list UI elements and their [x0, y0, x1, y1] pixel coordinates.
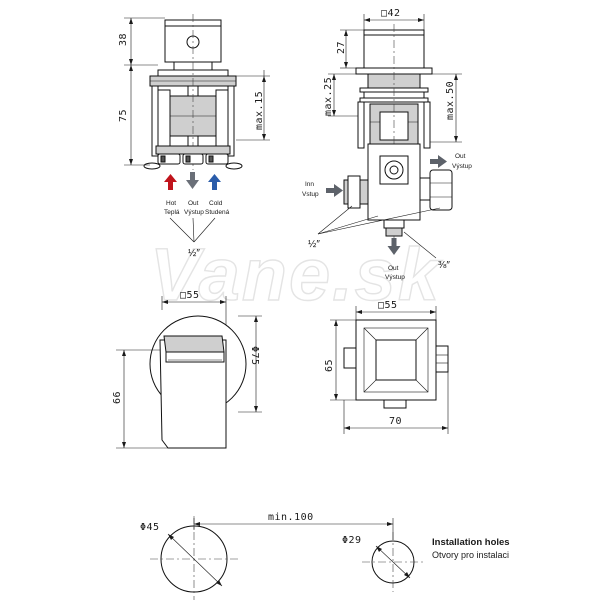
installation-holes: Φ45 Φ29 min.100 Installation holes Otvor…	[140, 512, 510, 600]
label-out: Out	[188, 200, 199, 207]
dim-66: 66	[112, 391, 123, 404]
label-out-bottom-cz: Výstup	[385, 274, 405, 281]
out-right-arrow-icon	[430, 155, 447, 168]
thread-half-right: ½″	[308, 239, 320, 250]
top-right-side-view: □42 27	[302, 8, 472, 281]
label-out-right-cz: Výstup	[452, 163, 472, 170]
dim-75: 75	[118, 109, 129, 122]
label-hot: Hot	[166, 200, 176, 207]
installation-subtitle: Otvory pro instalaci	[432, 550, 509, 560]
cold-arrow-icon	[208, 174, 221, 190]
dim-sq55-right: □55	[378, 300, 398, 311]
top-left-side-view: 38 75 max.15 Hot Teplá Out Výstup Cold S…	[118, 14, 270, 259]
dim-65: 65	[324, 359, 335, 372]
dim-max50: max.50	[445, 81, 456, 120]
label-out-bottom: Out	[388, 265, 399, 272]
bottom-right-top-view: □55 65 70	[324, 300, 449, 434]
thread-half-left: ½″	[188, 248, 200, 259]
dim-phi75: Φ75	[249, 346, 260, 366]
dim-70: 70	[389, 416, 402, 427]
dim-min100: min.100	[268, 512, 314, 523]
dim-max15: max.15	[254, 91, 265, 130]
label-cold: Cold	[209, 200, 223, 207]
dim-38: 38	[118, 33, 129, 46]
in-left-arrow-icon	[326, 184, 343, 197]
bottom-left-front-view: □55 Φ75 66	[112, 290, 262, 449]
label-cold-cz: Studená	[205, 209, 230, 216]
dim-sq55-left: □55	[180, 290, 200, 301]
label-inn-cz: Vstup	[302, 191, 319, 198]
installation-title: Installation holes	[432, 537, 510, 548]
label-inn: Inn	[305, 181, 314, 188]
dim-27: 27	[336, 41, 347, 54]
hot-arrow-icon	[164, 174, 177, 190]
thread-38: ⅜″	[438, 260, 450, 271]
dim-phi45: Φ45	[140, 522, 160, 533]
label-hot-cz: Teplá	[164, 209, 180, 216]
dim-sq42: □42	[381, 8, 401, 19]
label-out-cz: Výstup	[184, 209, 204, 216]
out-arrow-icon	[186, 172, 199, 189]
out-bottom-arrow-icon	[387, 238, 401, 255]
dim-max25: max.25	[323, 77, 334, 116]
dim-phi29: Φ29	[342, 535, 362, 546]
label-out-right: Out	[455, 153, 466, 160]
